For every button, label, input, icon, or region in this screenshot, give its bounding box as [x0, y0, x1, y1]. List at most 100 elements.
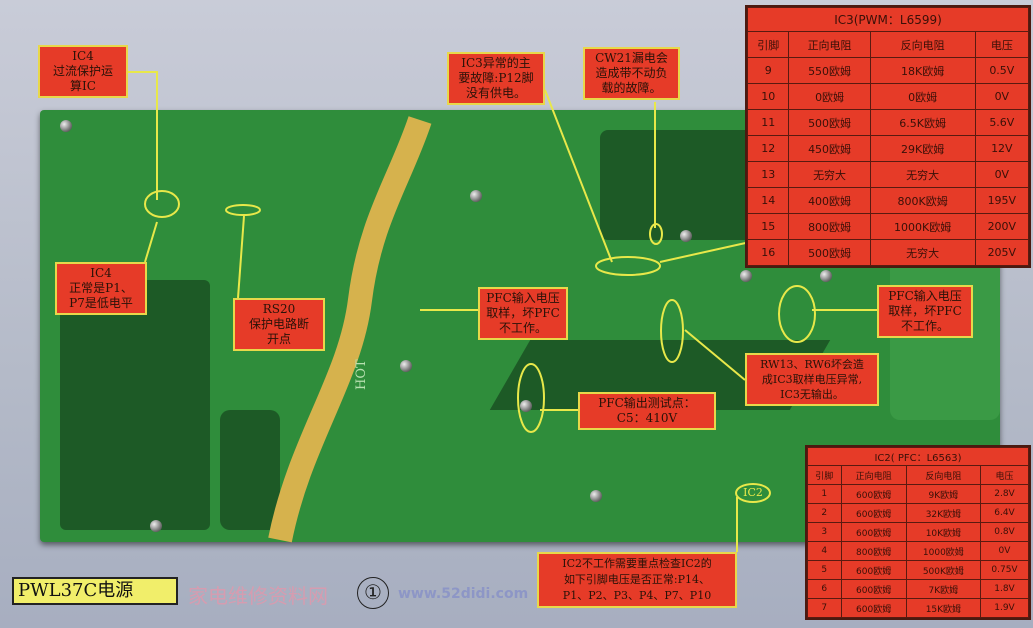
table-cell: 15	[746, 213, 790, 240]
table-cell: 12	[746, 135, 790, 162]
table-cell: 1000欧姆	[905, 541, 981, 561]
callout-ic2-check: IC2不工作需要重点检查IC2的如下引脚电压是否正常:P14、P1、P2、P3、…	[537, 552, 737, 608]
callout-line: PFC输入电压	[486, 291, 560, 305]
callout-rw13-rw6: RW13、RW6坏会造成IC3取样电压异常, IC3无输出。	[745, 353, 879, 406]
table-cell: 600欧姆	[840, 484, 907, 504]
callout-line: RW13、RW6坏会造	[760, 358, 864, 371]
c5-highlight	[517, 363, 545, 433]
table-header: 引脚正向电阻反向电阻电压	[807, 465, 1030, 485]
table-cell: 205V	[974, 239, 1030, 266]
column-header: 电压	[979, 465, 1030, 485]
table-cell: 1	[807, 484, 842, 504]
rw13-highlight	[660, 299, 684, 363]
column-header: 正向电阻	[788, 31, 871, 58]
solder-pad	[680, 230, 692, 242]
solder-pad	[820, 270, 832, 282]
table-caption: IC2( PFC：L6563)	[807, 447, 1029, 466]
callout-cw21: CW21漏电会造成带不动负载的故障。	[583, 47, 680, 100]
table-cell: 600欧姆	[840, 522, 907, 542]
pfc-sample-highlight	[778, 285, 816, 343]
table-cell: 无穷大	[788, 161, 871, 188]
column-header: 正向电阻	[840, 465, 907, 485]
callout-line: IC4	[72, 49, 94, 63]
callout-line: IC4	[90, 266, 112, 280]
board-title: PWL37C电源	[12, 577, 178, 605]
table-cell: 无穷大	[869, 239, 976, 266]
table-cell: 550欧姆	[788, 57, 871, 84]
callout-line: PFC输出测试点：	[598, 396, 696, 410]
figure-number: ①	[357, 577, 389, 609]
table-cell: 800K欧姆	[869, 187, 976, 214]
table-cell: 800欧姆	[788, 213, 871, 240]
table-cell: 无穷大	[869, 161, 976, 188]
table-cell: 800欧姆	[840, 541, 907, 561]
table-cell: 0欧姆	[869, 83, 976, 110]
table-cell: 0V	[974, 161, 1030, 188]
callout-line: 不工作。	[900, 319, 949, 333]
table-cell: 0.8V	[979, 522, 1030, 542]
watermark-url: www.52didi.com	[398, 586, 529, 602]
callout-line: 要故障:P12脚	[458, 71, 534, 85]
callout-line: 成IC3取样电压异常,	[761, 373, 863, 386]
table-cell: 5	[807, 560, 842, 580]
table-cell: 14	[746, 187, 790, 214]
table-cell: 500K欧姆	[905, 560, 981, 580]
callout-line: IC3异常的主	[461, 56, 531, 70]
callout-line: 载的故障。	[601, 81, 662, 95]
table-cell: 7	[807, 598, 842, 618]
table-cell: 450欧姆	[788, 135, 871, 162]
table-cell: 3	[807, 522, 842, 542]
pcb-ground-plane	[60, 280, 210, 530]
table-cell: 10K欧姆	[905, 522, 981, 542]
callout-line: 造成带不动负	[595, 66, 668, 80]
table-cell: 6.5K欧姆	[869, 109, 976, 136]
callout-line: IC3无输出。	[780, 388, 844, 401]
table-cell: 9K欧姆	[905, 484, 981, 504]
table-cell: 500欧姆	[788, 239, 871, 266]
column-header: 引脚	[746, 31, 790, 58]
table-cell: 4	[807, 541, 842, 561]
table-caption: IC3(PWM：L6599)	[747, 7, 1029, 32]
table-cell: 13	[746, 161, 790, 188]
ic2-mark: IC2	[735, 483, 771, 503]
solder-pad	[150, 520, 162, 532]
table-cell: 2.8V	[979, 484, 1030, 504]
solder-pad	[520, 400, 532, 412]
table-cell: 600欧姆	[840, 579, 907, 599]
table-cell: 400欧姆	[788, 187, 871, 214]
callout-line: 过流保护运	[52, 64, 113, 78]
column-header: 电压	[974, 31, 1030, 58]
callout-line: 开点	[266, 332, 291, 346]
table-cell: 600欧姆	[840, 503, 907, 523]
callout-line: 取样，坏PFC	[888, 304, 962, 318]
table-cell: 1.8V	[979, 579, 1030, 599]
callout-pfc-output: PFC输出测试点：C5：410V	[578, 392, 716, 430]
table-header: 引脚正向电阻反向电阻电压	[746, 31, 1030, 58]
table-cell: 29K欧姆	[869, 135, 976, 162]
table-cell: 200V	[974, 213, 1030, 240]
pcb-trace	[220, 410, 280, 530]
table-cell: 0V	[974, 83, 1030, 110]
callout-line: 取样，坏PFC	[486, 306, 560, 320]
callout-line: CW21漏电会	[595, 51, 668, 65]
callout-line: 算IC	[70, 79, 96, 93]
ic4-highlight	[144, 190, 180, 218]
callout-line: C5：410V	[616, 411, 678, 425]
